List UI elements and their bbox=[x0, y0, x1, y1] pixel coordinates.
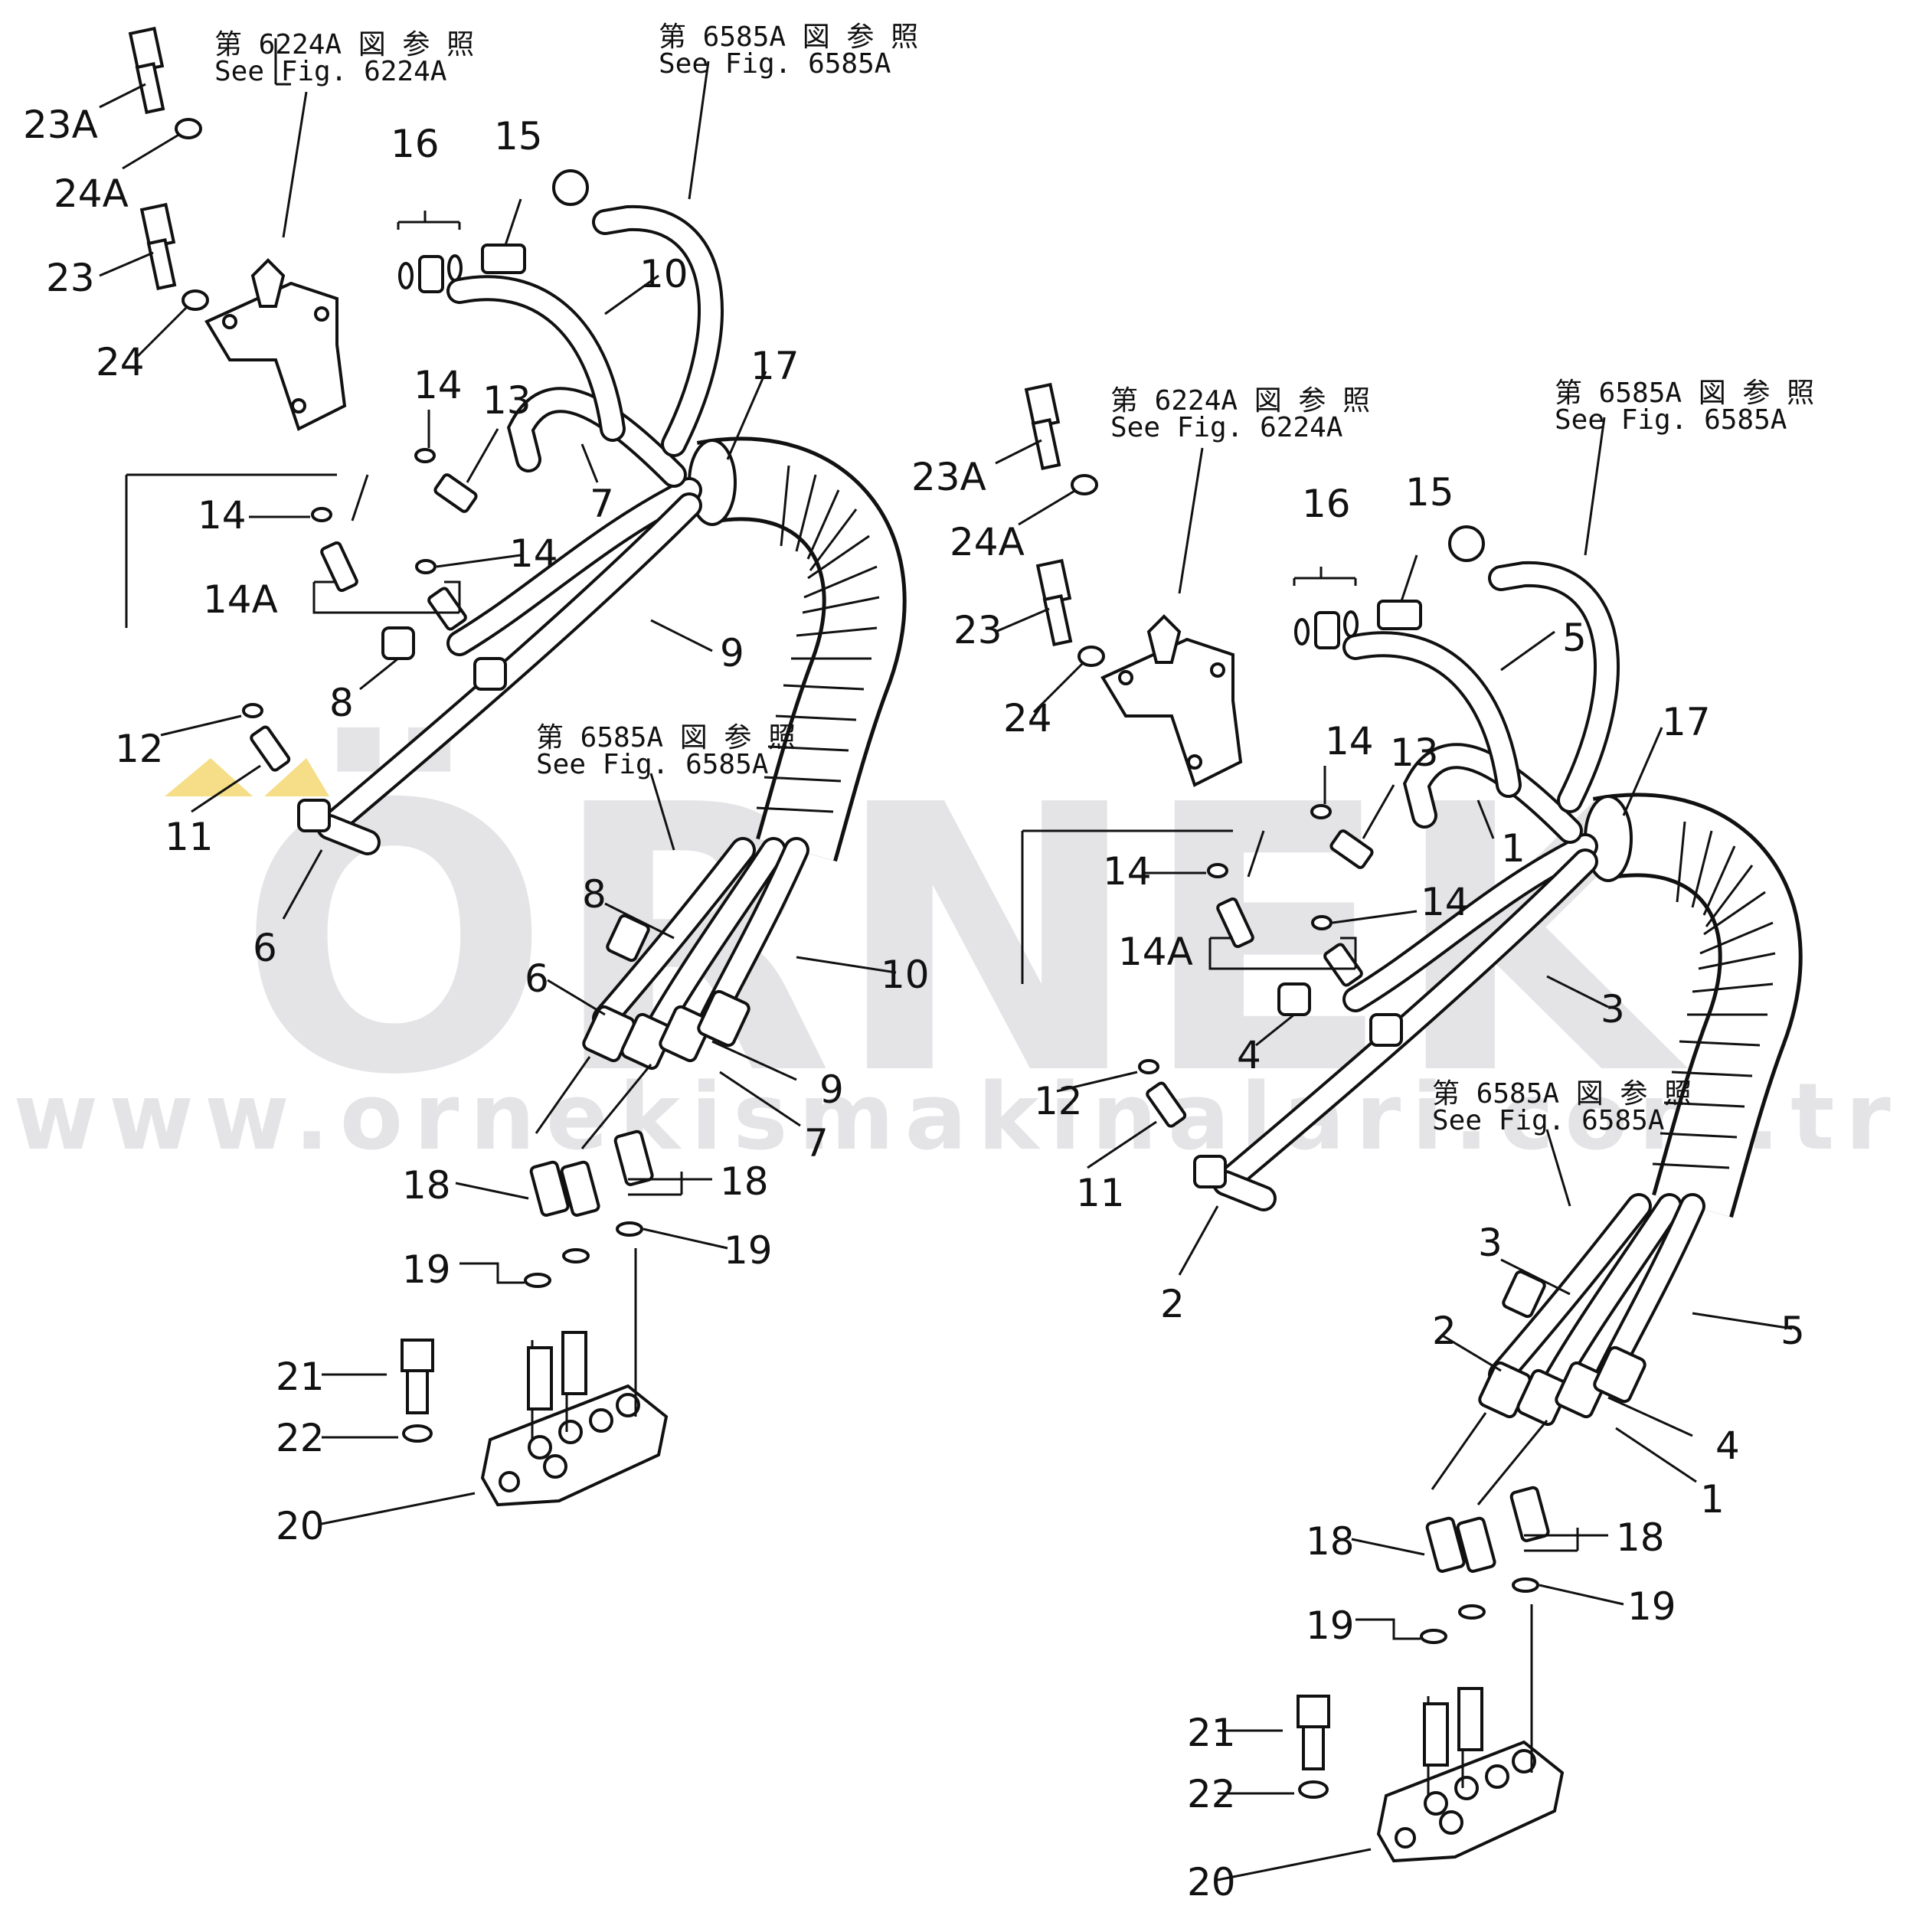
right-sleeve-ribs bbox=[1652, 821, 1776, 1169]
callout: 15 bbox=[494, 114, 543, 159]
callout: 3 bbox=[1601, 987, 1625, 1031]
left-assembly: 第 6224A 図 参 照 See Fig. 6224A 第 6585A 図 参… bbox=[23, 21, 930, 1548]
callout: 23 bbox=[953, 608, 1002, 652]
callout: 16 bbox=[391, 122, 440, 166]
left-bolts bbox=[128, 26, 209, 311]
callout: 18 bbox=[1306, 1519, 1355, 1564]
callout: 14A bbox=[203, 577, 278, 622]
watermark-accent-right bbox=[264, 758, 329, 796]
callout: 24A bbox=[950, 520, 1025, 564]
callout: 14 bbox=[509, 531, 558, 576]
callout: 17 bbox=[750, 344, 800, 388]
callout: 14A bbox=[1118, 930, 1193, 974]
callout: 9 bbox=[819, 1067, 844, 1112]
callout: 15 bbox=[1405, 470, 1454, 515]
callout: 14 bbox=[1325, 719, 1374, 763]
callout: 11 bbox=[1076, 1171, 1125, 1215]
callout: 24 bbox=[1003, 696, 1052, 740]
callout: 9 bbox=[720, 631, 744, 675]
ref-6585a-en-2: See Fig. 6585A bbox=[536, 749, 769, 780]
left-base bbox=[401, 1129, 669, 1507]
callout: 14 bbox=[1103, 849, 1152, 894]
left-refs: 第 6224A 図 参 照 See Fig. 6224A 第 6585A 図 参… bbox=[214, 21, 918, 780]
callout: 2 bbox=[1432, 1309, 1457, 1353]
callout: 5 bbox=[1562, 616, 1587, 660]
right-bolts bbox=[1024, 382, 1105, 667]
left-leaders bbox=[99, 38, 897, 1525]
watermark-url: www.ornekismakinalari.com.tr bbox=[13, 1064, 1901, 1171]
callout: 14 bbox=[414, 363, 463, 407]
right-leaders bbox=[995, 417, 1793, 1881]
ref-6224a-en: See Fig. 6224A bbox=[214, 56, 447, 87]
callout: 19 bbox=[1627, 1584, 1676, 1629]
callout: 16 bbox=[1302, 482, 1351, 526]
callout: 18 bbox=[720, 1159, 769, 1204]
callout: 24A bbox=[54, 172, 129, 216]
right-base bbox=[1297, 1486, 1565, 1863]
ref-6585a-jp-2: 第 6585A 図 参 照 bbox=[536, 722, 796, 754]
callout: 20 bbox=[276, 1504, 325, 1548]
callout: 4 bbox=[1237, 1033, 1261, 1077]
callout: 4 bbox=[1715, 1424, 1740, 1468]
ref-6224a-en: See Fig. 6224A bbox=[1110, 412, 1343, 443]
right-fittings bbox=[1138, 525, 1485, 1188]
callout: 20 bbox=[1187, 1860, 1236, 1904]
callout: 10 bbox=[881, 953, 930, 997]
callout: 8 bbox=[582, 872, 607, 917]
ref-6585a-jp: 第 6585A 図 参 照 bbox=[659, 21, 918, 53]
right-hose-ends bbox=[1478, 1270, 1646, 1427]
right-callouts: 23A 24A 23 24 16 15 5 17 14 13 1 14 14 1… bbox=[911, 455, 1805, 1904]
callout: 21 bbox=[276, 1355, 325, 1399]
ref-6585a-jp-2: 第 6585A 図 参 照 bbox=[1432, 1078, 1692, 1110]
callout: 23A bbox=[23, 103, 98, 147]
callout: 12 bbox=[1034, 1079, 1083, 1123]
callout: 6 bbox=[525, 956, 549, 1001]
ref-6585a-jp: 第 6585A 図 参 照 bbox=[1555, 378, 1814, 409]
callout: 19 bbox=[724, 1228, 773, 1273]
callout: 23A bbox=[911, 455, 986, 499]
callout: 17 bbox=[1662, 700, 1711, 744]
callout: 11 bbox=[165, 815, 214, 859]
callout: 12 bbox=[115, 727, 164, 771]
ref-6585a-en: See Fig. 6585A bbox=[1555, 404, 1787, 436]
callout: 19 bbox=[1306, 1603, 1355, 1648]
callout: 6 bbox=[253, 926, 277, 970]
callout: 8 bbox=[329, 681, 354, 725]
callout: 1 bbox=[1700, 1477, 1725, 1522]
callout: 1 bbox=[1501, 826, 1525, 871]
right-refs: 第 6224A 図 参 照 See Fig. 6224A 第 6585A 図 参… bbox=[1110, 378, 1814, 1136]
callout: 13 bbox=[1390, 731, 1439, 775]
ref-6224a-jp: 第 6224A 図 参 照 bbox=[214, 29, 474, 60]
callout: 19 bbox=[402, 1247, 451, 1292]
ref-6585a-en: See Fig. 6585A bbox=[659, 48, 891, 80]
callout: 3 bbox=[1478, 1221, 1503, 1265]
callout: 22 bbox=[1187, 1772, 1236, 1816]
callout: 13 bbox=[482, 378, 531, 423]
ref-6224a-jp: 第 6224A 図 参 照 bbox=[1110, 385, 1370, 417]
callout: 22 bbox=[276, 1416, 325, 1460]
right-valve bbox=[1100, 614, 1243, 787]
callout: 5 bbox=[1781, 1309, 1805, 1353]
left-fittings bbox=[242, 169, 589, 832]
callout: 7 bbox=[590, 482, 614, 526]
left-valve bbox=[204, 258, 347, 431]
callout: 18 bbox=[1616, 1515, 1665, 1560]
callout: 14 bbox=[198, 493, 247, 538]
callout: 10 bbox=[639, 252, 688, 296]
callout: 7 bbox=[804, 1121, 829, 1165]
callout: 24 bbox=[96, 340, 145, 384]
left-hose-ends bbox=[582, 914, 750, 1071]
callout: 18 bbox=[402, 1163, 451, 1208]
callout: 23 bbox=[46, 256, 95, 300]
right-assembly: 第 6224A 図 参 照 See Fig. 6224A 第 6585A 図 参… bbox=[911, 378, 1814, 1904]
callout: 2 bbox=[1160, 1282, 1185, 1326]
left-sleeve-ribs bbox=[756, 465, 880, 813]
callout: 21 bbox=[1187, 1711, 1236, 1755]
left-callouts: 23A 24A 23 24 16 15 10 17 14 13 7 14 14 … bbox=[23, 103, 930, 1548]
ref-6585a-en-2: See Fig. 6585A bbox=[1432, 1105, 1665, 1136]
callout: 14 bbox=[1421, 880, 1470, 924]
